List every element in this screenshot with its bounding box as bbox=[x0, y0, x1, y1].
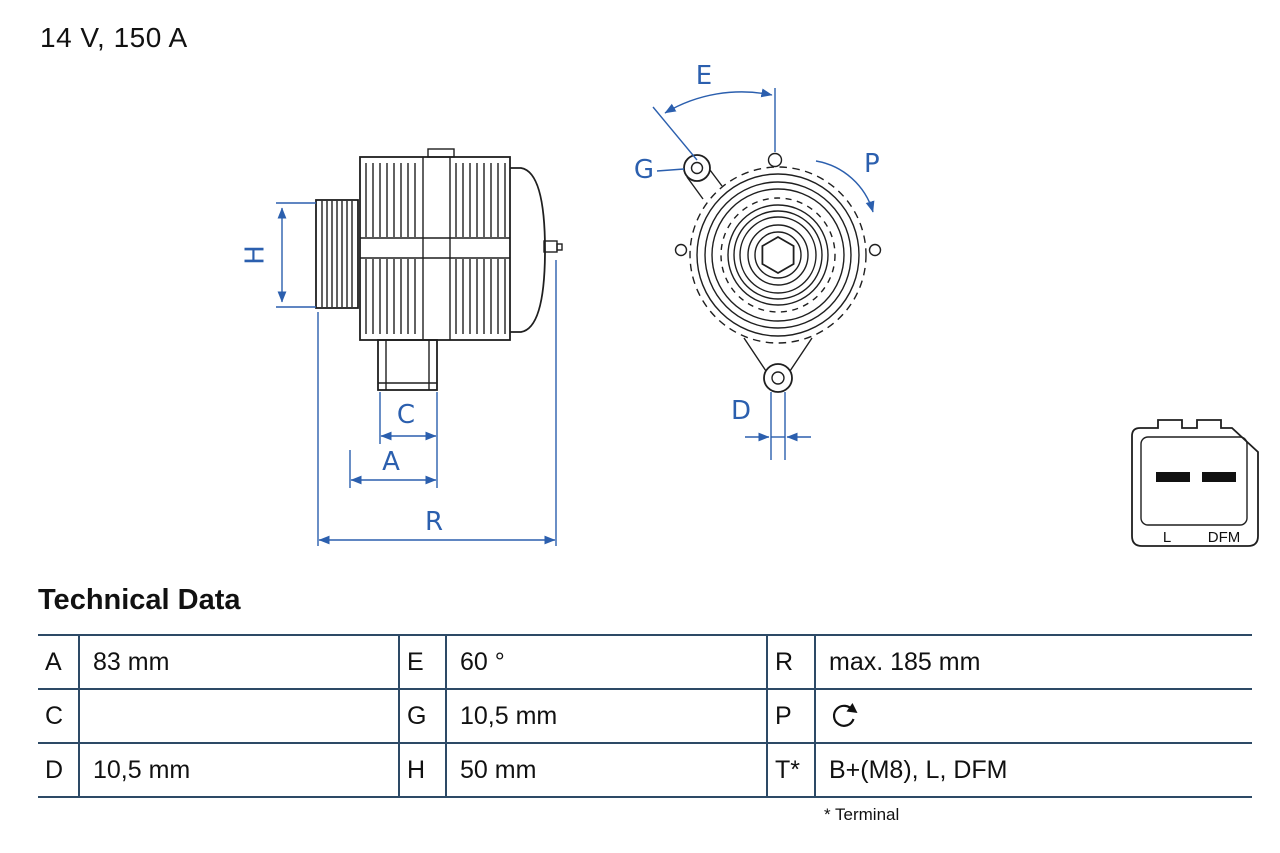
connector-pin-label-dfm: DFM bbox=[1208, 529, 1241, 546]
connector-pinout: L DFM bbox=[1131, 419, 1259, 547]
cell-val-p bbox=[816, 690, 1252, 744]
cell-key-h: H bbox=[400, 744, 447, 798]
cell-val-h: 50 mm bbox=[447, 744, 768, 798]
connector-pin-label-l: L bbox=[1163, 529, 1171, 546]
cell-val-d: 10,5 mm bbox=[80, 744, 400, 798]
connector-pin-l bbox=[1156, 472, 1190, 482]
cell-key-d: D bbox=[38, 744, 80, 798]
cell-val-g: 10,5 mm bbox=[447, 690, 768, 744]
cell-key-c: C bbox=[38, 690, 80, 744]
alternator-side-view bbox=[315, 148, 563, 391]
dim-label-e: E bbox=[696, 61, 712, 91]
front-view-dimensions: E G P D bbox=[634, 61, 880, 460]
technical-drawing: H C A R bbox=[241, 61, 1259, 547]
cell-val-e: 60 ° bbox=[447, 636, 768, 690]
cell-val-a: 83 mm bbox=[80, 636, 400, 690]
cell-val-c bbox=[80, 690, 400, 744]
cell-val-r: max. 185 mm bbox=[816, 636, 1252, 690]
dim-label-c: C bbox=[397, 400, 415, 430]
technical-data-table: A 83 mm E 60 ° R max. 185 mm C G 10,5 mm… bbox=[38, 634, 1252, 798]
dim-label-a: A bbox=[382, 447, 400, 477]
cell-val-t: B+(M8), L, DFM bbox=[816, 744, 1252, 798]
technical-data-heading: Technical Data bbox=[38, 584, 241, 616]
dim-label-h: H bbox=[241, 245, 271, 265]
alternator-front-view bbox=[674, 152, 882, 393]
rotation-direction-icon bbox=[832, 703, 858, 727]
cell-key-r: R bbox=[768, 636, 816, 690]
dim-label-d: D bbox=[731, 396, 751, 426]
cell-key-a: A bbox=[38, 636, 80, 690]
side-view-dimensions: H C A R bbox=[241, 202, 557, 546]
dim-label-p: P bbox=[864, 149, 880, 179]
dim-label-r: R bbox=[425, 507, 443, 537]
cell-key-e: E bbox=[400, 636, 447, 690]
cell-key-t: T* bbox=[768, 744, 816, 798]
connector-pin-dfm bbox=[1202, 472, 1236, 482]
cell-key-p: P bbox=[768, 690, 816, 744]
rating-title: 14 V, 150 A bbox=[40, 22, 188, 53]
technical-data-section: Technical Data A 83 mm E 60 ° R max. 185… bbox=[38, 584, 1252, 825]
cell-key-g: G bbox=[400, 690, 447, 744]
terminal-footnote: * Terminal bbox=[824, 805, 900, 824]
dim-label-g: G bbox=[634, 155, 654, 185]
